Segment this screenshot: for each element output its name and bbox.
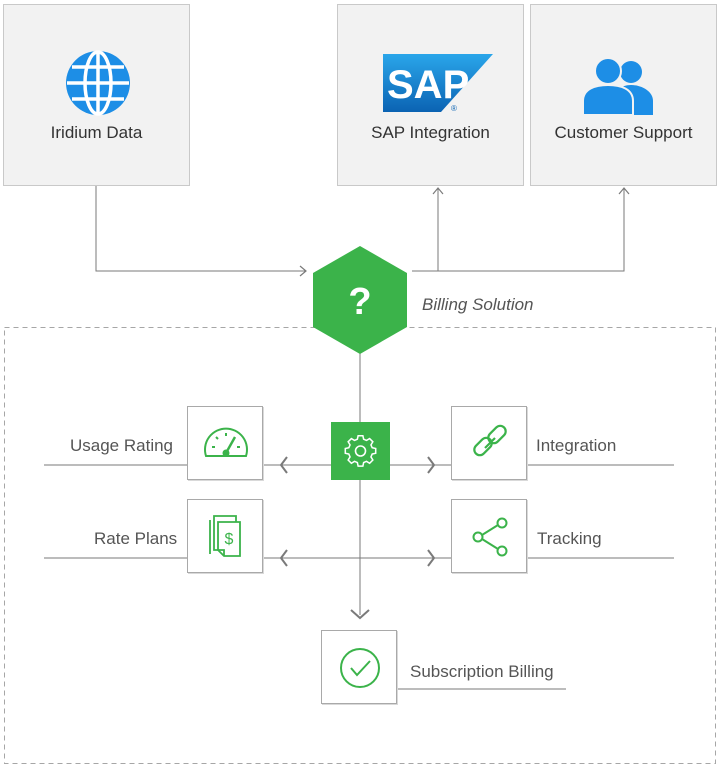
trunk-chevron-down [350,609,370,620]
integration-label: Integration [536,436,617,455]
row2-chevron-right [427,549,436,567]
sap-logo: SAP ® [383,54,493,113]
usage-rating-label: Usage Rating [70,436,174,455]
iridium-to-hub-line [95,186,306,272]
users-icon [582,57,653,115]
support-arrowhead [618,187,630,195]
svg-text:®: ® [451,104,457,113]
iridium-data-label: Iridium Data [50,123,143,142]
tracking-box [451,499,527,573]
row1-chevron-left [279,456,288,474]
rate-plans-label: Rate Plans [94,529,178,548]
svg-text:SAP: SAP [387,63,469,107]
tracking-label: Tracking [537,529,602,548]
sap-integration-box: SAP ® SAP Integration [337,4,524,186]
sap-integration-label: SAP Integration [371,123,490,142]
question-mark: ? [348,281,371,323]
billing-solution-label: Billing Solution [422,295,534,314]
globe-icon [66,50,130,116]
settings-hub [331,422,390,480]
link-icon [473,424,507,457]
checkmark-circle-icon [340,648,380,688]
gear-icon [344,434,377,467]
customer-support-label: Customer Support [554,123,693,142]
hub-arrowhead [299,265,307,277]
usage-rating-box [187,406,263,480]
rate-plans-box: $ [187,499,263,573]
invoice-icon: $ [209,515,241,557]
subscription-billing-label: Subscription Billing [410,662,554,681]
speedometer-icon [204,427,248,457]
svg-text:$: $ [225,531,234,548]
sap-arrowhead [432,187,444,195]
row1-chevron-right [427,456,436,474]
billing-solution-hexagon: ? [313,246,407,354]
subscription-billing-box [321,630,397,704]
customer-support-box: Customer Support [530,4,717,186]
hub-to-support-line [412,188,625,272]
row2-chevron-left [279,549,288,567]
integration-box [451,406,527,480]
share-icon [472,517,508,557]
iridium-data-box: Iridium Data [3,4,190,186]
